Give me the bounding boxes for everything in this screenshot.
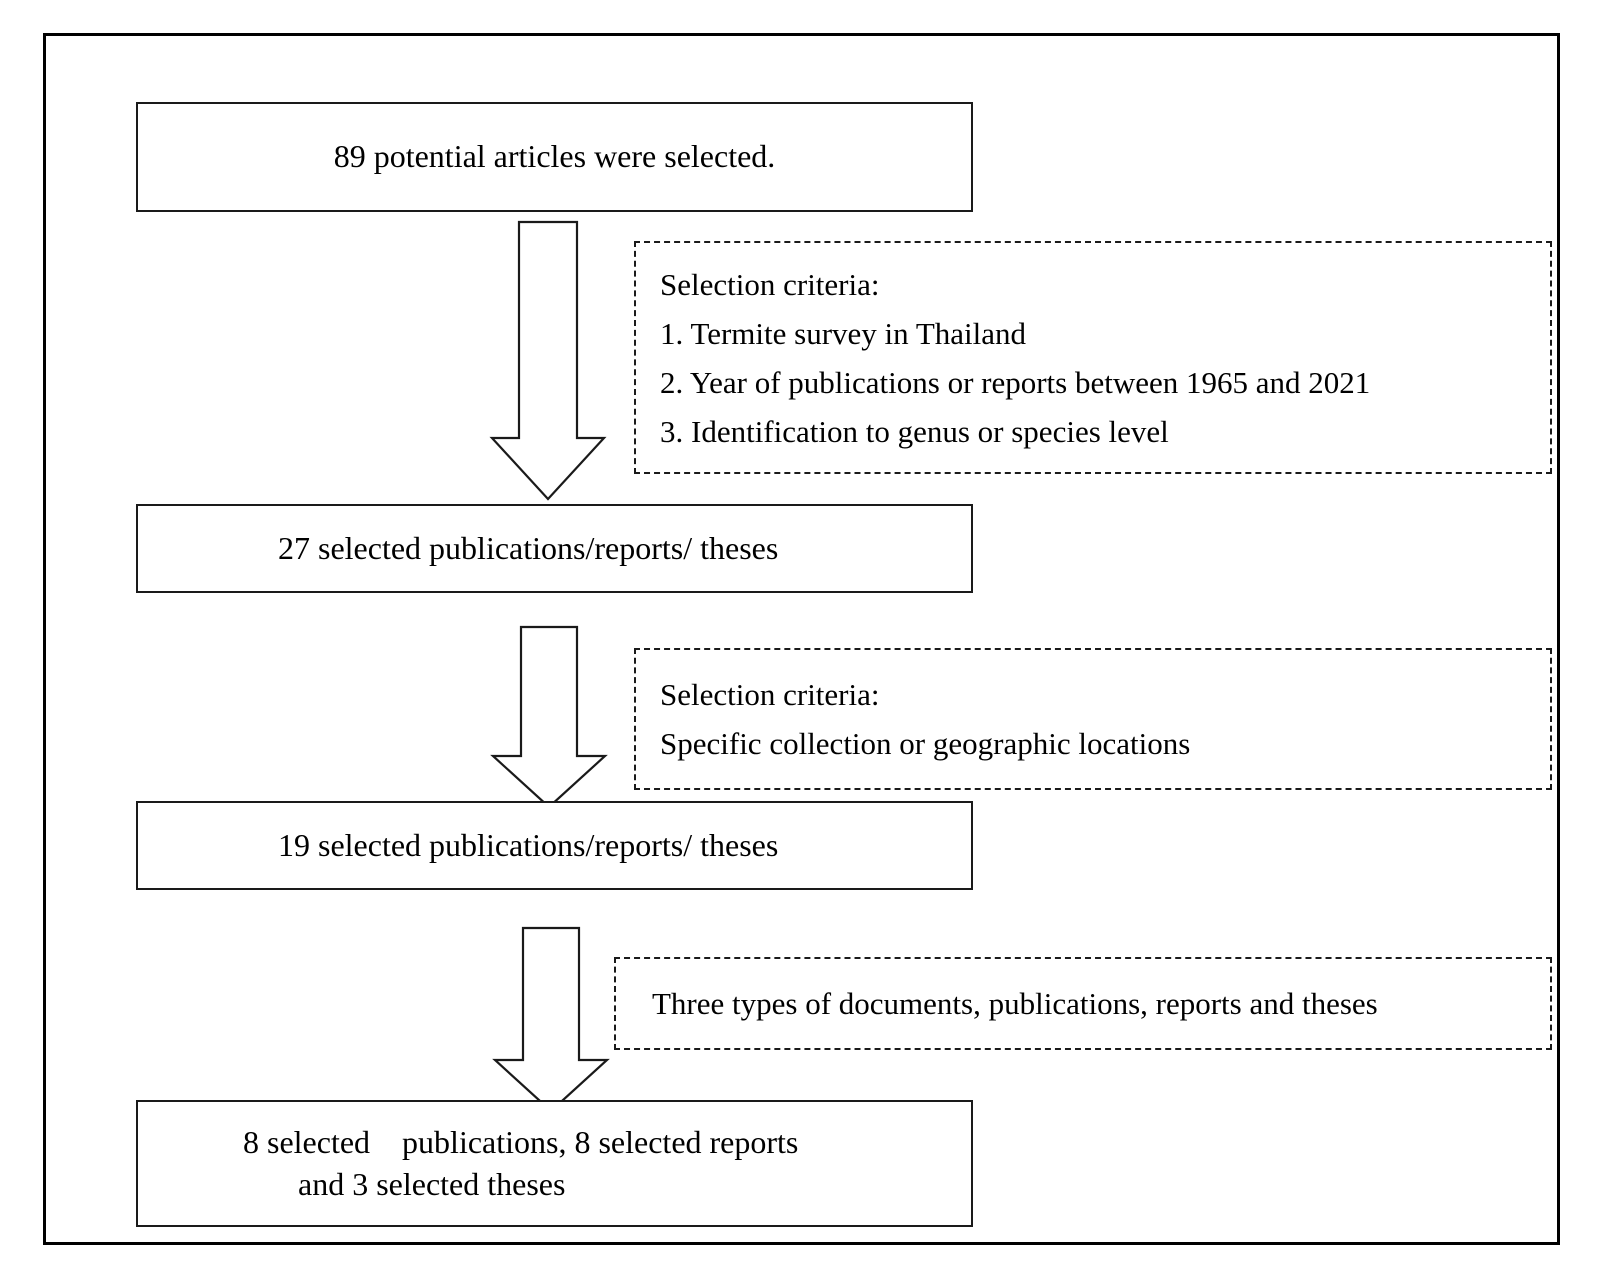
criteria-box-2-item-1: Specific collection or geographic locati… xyxy=(660,726,1191,761)
node-box-final-counts-line-2: and 3 selected theses xyxy=(298,1165,566,1202)
criteria-box-2-heading: Selection criteria: xyxy=(660,677,880,712)
node-box-27-selected: 27 selected publications/reports/ theses xyxy=(136,504,973,593)
criteria-box-1: Selection criteria: 1. Termite survey in… xyxy=(634,241,1552,474)
diagram-outer-frame: 89 potential articles were selected. Sel… xyxy=(43,33,1560,1245)
node-box-final-counts-line-1: 8 selected publications, 8 selected repo… xyxy=(243,1123,799,1160)
criteria-box-3: Three types of documents, publications, … xyxy=(614,957,1552,1050)
criteria-box-1-item-1: 1. Termite survey in Thailand xyxy=(660,315,1027,351)
node-box-27-selected-label: 27 selected publications/reports/ theses xyxy=(278,529,779,566)
down-block-arrow-icon xyxy=(489,220,607,501)
connector-arrow-3 xyxy=(492,926,613,1113)
down-block-arrow-icon xyxy=(490,625,608,809)
node-box-19-selected: 19 selected publications/reports/ theses xyxy=(136,801,973,890)
criteria-box-2: Selection criteria: Specific collection … xyxy=(634,648,1552,790)
node-box-final-counts: 8 selected publications, 8 selected repo… xyxy=(136,1100,973,1227)
connector-arrow-1 xyxy=(489,220,609,502)
node-box-19-selected-label: 19 selected publications/reports/ theses xyxy=(278,826,779,863)
criteria-box-1-item-2: 2. Year of publications or reports betwe… xyxy=(660,364,1371,400)
connector-arrow-2 xyxy=(490,625,611,810)
node-box-89-articles-label: 89 potential articles were selected. xyxy=(333,138,776,175)
criteria-box-1-item-3: 3. Identification to genus or species le… xyxy=(660,413,1169,449)
criteria-box-1-heading: Selection criteria: xyxy=(660,266,880,302)
node-box-89-articles: 89 potential articles were selected. xyxy=(136,102,973,212)
down-block-arrow-icon xyxy=(492,926,610,1113)
criteria-box-3-label: Three types of documents, publications, … xyxy=(652,986,1378,1021)
